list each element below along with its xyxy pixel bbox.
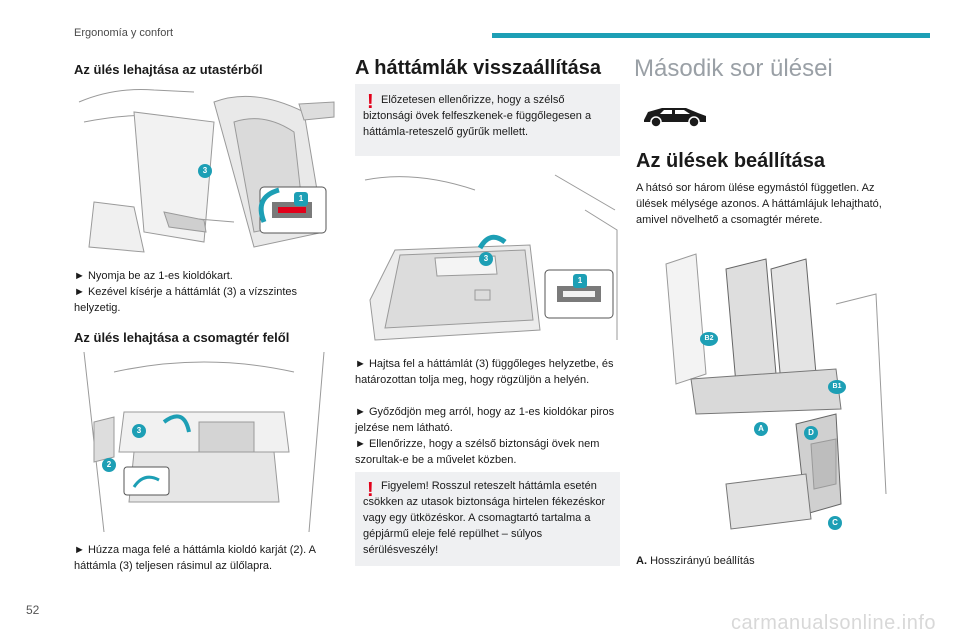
second-row-seat-drawing (665, 253, 887, 530)
callout-a: A (754, 422, 768, 436)
caption-longitudinal: A. Hosszirányú beállítás (636, 553, 898, 569)
warning-icon-2: ! (367, 479, 374, 501)
callout-1-restore: 1 (573, 274, 587, 288)
caption-text: Hosszirányú beállítás (650, 555, 755, 567)
callout-2: 2 (102, 458, 116, 472)
watermark: carmanualsonline.info (730, 612, 936, 634)
chapter-title-second-row: Második sor ülései (634, 55, 833, 82)
callout-3-trunk: 3 (132, 424, 146, 438)
header-accent-bar (492, 33, 930, 38)
paragraph-press-lever: ► Nyomja be az 1-es kioldókart. (74, 270, 233, 282)
callout-c: C (828, 516, 842, 530)
warning-box-latch: ! Figyelem! Rosszul reteszelt háttámla e… (355, 472, 620, 566)
paragraph-raise-backrest: ► Hajtsa fel a háttámlát (3) függőleges … (355, 358, 614, 386)
callout-3-restore: 3 (479, 252, 493, 266)
illustration-second-row-seats: B2 B1 A D C (636, 244, 898, 544)
callout-1: 1 (294, 192, 308, 206)
illustration-fold-from-trunk: 3 2 (74, 351, 336, 533)
paragraph-pull-release: ► Húzza maga felé a háttámla kioldó karj… (74, 544, 316, 572)
heading-seat-adjustment: Az ülések beállítása (636, 150, 825, 172)
suv-icon (644, 108, 706, 128)
illustration-restore-backrest: 3 1 (355, 170, 620, 350)
callout-b1: B1 (828, 380, 846, 394)
paragraph-check-red-mark: ► Győződjön meg arról, hogy az 1-es kiol… (355, 406, 615, 434)
section-label: Ergonomía y confort (74, 27, 174, 39)
warning-box-check-belts: ! Előzetesen ellenőrizze, hogy a szélső … (355, 84, 620, 156)
backrest-drawing (364, 174, 618, 341)
paragraph-seats-independent: A hátsó sor három ülése egymástól függet… (636, 182, 882, 226)
paragraph-check-belts-free: ► Ellenőrizze, hogy a szélső biztonsági … (355, 438, 600, 466)
warning-text-check-belts: Előzetesen ellenőrizze, hogy a szélső bi… (363, 94, 592, 138)
caption-letter: A. (636, 555, 647, 567)
callout-b2: B2 (700, 332, 718, 346)
illustration-fold-from-cabin: 3 1 (74, 82, 336, 262)
callout-3: 3 (198, 164, 212, 178)
car-silhouette-icon (640, 100, 710, 130)
warning-text-latch: Figyelem! Rosszul reteszelt háttámla ese… (363, 480, 606, 556)
trunk-drawing (83, 351, 325, 533)
heading-fold-from-trunk: Az ülés lehajtása a csomagtér felől (74, 330, 290, 345)
rear-seat-drawing (78, 89, 335, 253)
heading-fold-from-cabin: Az ülés lehajtása az utastérből (74, 62, 263, 77)
heading-restore-backrests: A háttámlák visszaállítása (355, 57, 602, 79)
page-number: 52 (26, 603, 40, 617)
paragraph-guide-backrest: ► Kezével kísérje a háttámlát (3) a vízs… (74, 286, 298, 314)
callout-d: D (804, 426, 818, 440)
warning-icon: ! (367, 91, 374, 113)
